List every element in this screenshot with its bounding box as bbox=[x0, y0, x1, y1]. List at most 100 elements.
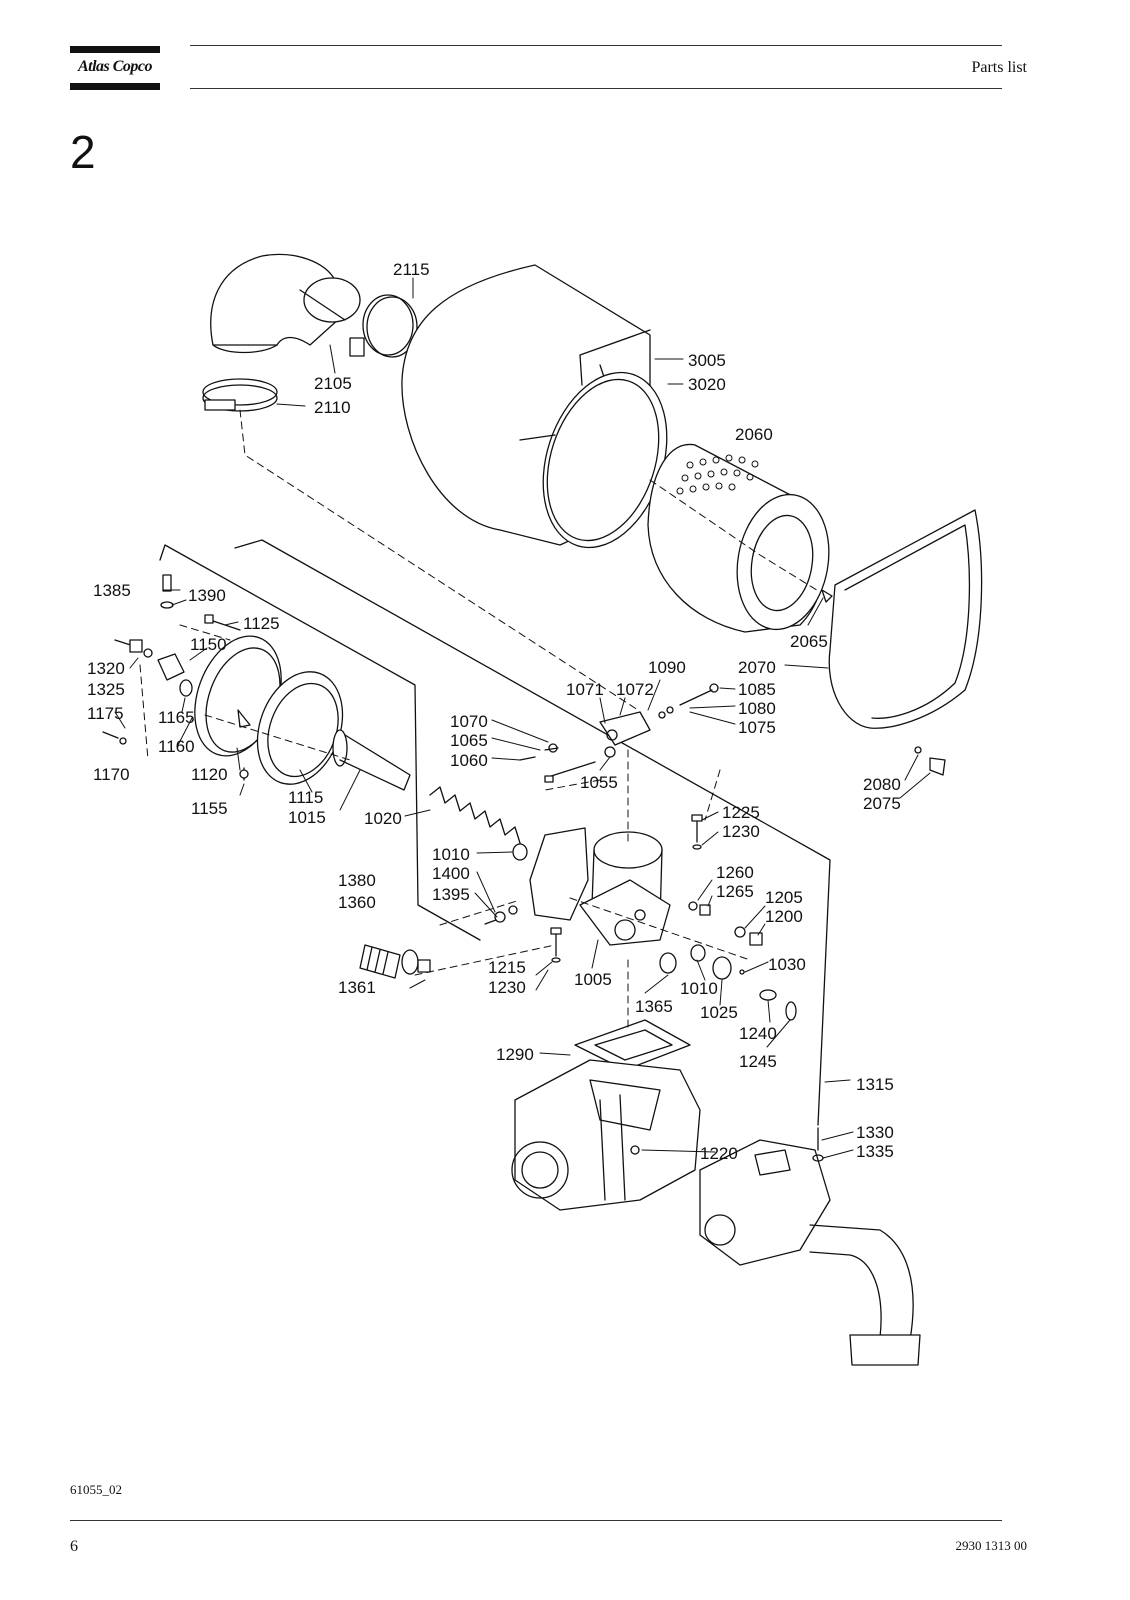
bolt-1225 bbox=[691, 814, 703, 850]
callout-1325: 1325 bbox=[87, 680, 125, 699]
filter-element bbox=[647, 443, 830, 633]
callout-1160: 1160 bbox=[158, 737, 195, 756]
header-rule-top bbox=[190, 45, 1002, 46]
parts-1010-1025-1030 bbox=[659, 944, 797, 1021]
air-line-pipe bbox=[159, 539, 831, 1126]
document-number: 2930 1313 00 bbox=[955, 1538, 1028, 1553]
callout-2110: 2110 bbox=[314, 398, 351, 417]
callout-1080: 1080 bbox=[738, 699, 776, 718]
air-filter-housing bbox=[401, 264, 668, 549]
filter-cover bbox=[828, 509, 983, 729]
callout-1260: 1260 bbox=[716, 863, 754, 882]
callout-1072: 1072 bbox=[616, 680, 654, 699]
callout-1220: 1220 bbox=[700, 1144, 738, 1163]
callout-1400: 1400 bbox=[432, 864, 470, 883]
callout-1365: 1365 bbox=[635, 997, 673, 1016]
figure-id: 61055_02 bbox=[70, 1482, 122, 1497]
callout-1165: 1165 bbox=[158, 708, 195, 727]
spring bbox=[429, 786, 521, 844]
callout-1085: 1085 bbox=[738, 680, 776, 699]
hose-clamp-lower bbox=[202, 378, 278, 412]
logo-bar-top bbox=[70, 46, 160, 53]
callout-2115: 2115 bbox=[393, 260, 430, 279]
callout-1125: 1125 bbox=[243, 614, 280, 633]
header-title: Parts list bbox=[971, 59, 1027, 76]
callout-1215: 1215 bbox=[488, 958, 526, 977]
callout-1380: 1380 bbox=[338, 871, 376, 890]
callout-1030: 1030 bbox=[768, 955, 806, 974]
callout-1335: 1335 bbox=[856, 1142, 894, 1161]
callout-1330: 1330 bbox=[856, 1123, 894, 1142]
small-wing-bolt-2065 bbox=[821, 589, 833, 603]
callout-1025: 1025 bbox=[700, 1003, 738, 1022]
callout-1020: 1020 bbox=[364, 809, 402, 828]
callout-1175: 1175 bbox=[87, 704, 124, 723]
callout-1150: 1150 bbox=[190, 635, 227, 654]
callout-1240: 1240 bbox=[739, 1024, 777, 1043]
callout-1385: 1385 bbox=[93, 581, 131, 600]
screw-1170 bbox=[102, 731, 127, 745]
callout-1230-lower: 1230 bbox=[488, 978, 526, 997]
callout-1075: 1075 bbox=[738, 718, 776, 737]
plug-1205 bbox=[734, 926, 763, 946]
callout-1361: 1361 bbox=[338, 978, 376, 997]
callout-2075: 2075 bbox=[863, 794, 901, 813]
valve-fitting-1071 bbox=[519, 711, 651, 783]
callout-1070: 1070 bbox=[450, 712, 488, 731]
callout-1071: 1071 bbox=[566, 680, 604, 699]
bushing-1010 bbox=[512, 843, 528, 861]
callout-labels: 2115 3005 3020 2105 2110 2060 1385 1390 … bbox=[87, 260, 901, 1163]
callout-1395: 1395 bbox=[432, 885, 470, 904]
logo-wordmark: Atlas Copco bbox=[77, 58, 153, 75]
callout-1205: 1205 bbox=[765, 888, 803, 907]
callout-1090: 1090 bbox=[648, 658, 686, 677]
callout-1065: 1065 bbox=[450, 731, 488, 750]
atlas-copco-logo: Atlas Copco bbox=[70, 46, 160, 90]
compressor-element bbox=[511, 1059, 701, 1211]
callout-2070: 2070 bbox=[738, 658, 776, 677]
elbow-hose bbox=[210, 253, 361, 354]
callout-1315: 1315 bbox=[856, 1075, 894, 1094]
wing-nut bbox=[914, 746, 946, 776]
callout-1230: 1230 bbox=[722, 822, 760, 841]
callout-1055: 1055 bbox=[580, 773, 618, 792]
callout-1005: 1005 bbox=[574, 970, 612, 989]
callout-1115: 1115 bbox=[288, 788, 323, 807]
piston-rod bbox=[332, 729, 411, 791]
callout-1170: 1170 bbox=[93, 765, 130, 784]
callout-3020: 3020 bbox=[688, 375, 726, 394]
callout-2080: 2080 bbox=[863, 775, 901, 794]
callout-1010-lower: 1010 bbox=[680, 979, 718, 998]
unloader-valve-body bbox=[529, 827, 671, 946]
logo-bar-bottom bbox=[70, 83, 160, 90]
callout-2105: 2105 bbox=[314, 374, 352, 393]
silencer-1360 bbox=[359, 944, 431, 979]
fittings-1320-1325 bbox=[114, 639, 153, 658]
callout-1265: 1265 bbox=[716, 882, 754, 901]
callout-3005: 3005 bbox=[688, 351, 726, 370]
hose-clamp-upper bbox=[349, 294, 418, 358]
callout-1245: 1245 bbox=[739, 1052, 777, 1071]
fittings-1395-1400 bbox=[484, 905, 518, 925]
callout-1360: 1360 bbox=[338, 893, 376, 912]
callout-1320: 1320 bbox=[87, 659, 125, 678]
fitting-1385 bbox=[160, 574, 174, 609]
bolt-1215 bbox=[550, 927, 562, 963]
callout-1015: 1015 bbox=[288, 808, 326, 827]
callout-1200: 1200 bbox=[765, 907, 803, 926]
callout-1225: 1225 bbox=[722, 803, 760, 822]
screw-1075-1085 bbox=[658, 683, 719, 719]
header-rule-bottom bbox=[190, 88, 1002, 89]
callout-2065: 2065 bbox=[790, 632, 828, 651]
callout-2060: 2060 bbox=[735, 425, 773, 444]
callout-1390: 1390 bbox=[188, 586, 226, 605]
callout-1290: 1290 bbox=[496, 1045, 534, 1064]
callout-1060: 1060 bbox=[450, 751, 488, 770]
callout-1010: 1010 bbox=[432, 845, 470, 864]
callout-1120: 1120 bbox=[191, 765, 228, 784]
leader-lines bbox=[114, 277, 931, 1159]
section-number: 2 bbox=[70, 126, 96, 178]
page-number: 6 bbox=[70, 1538, 78, 1555]
compressor-with-outlet-elbow bbox=[699, 1127, 921, 1366]
